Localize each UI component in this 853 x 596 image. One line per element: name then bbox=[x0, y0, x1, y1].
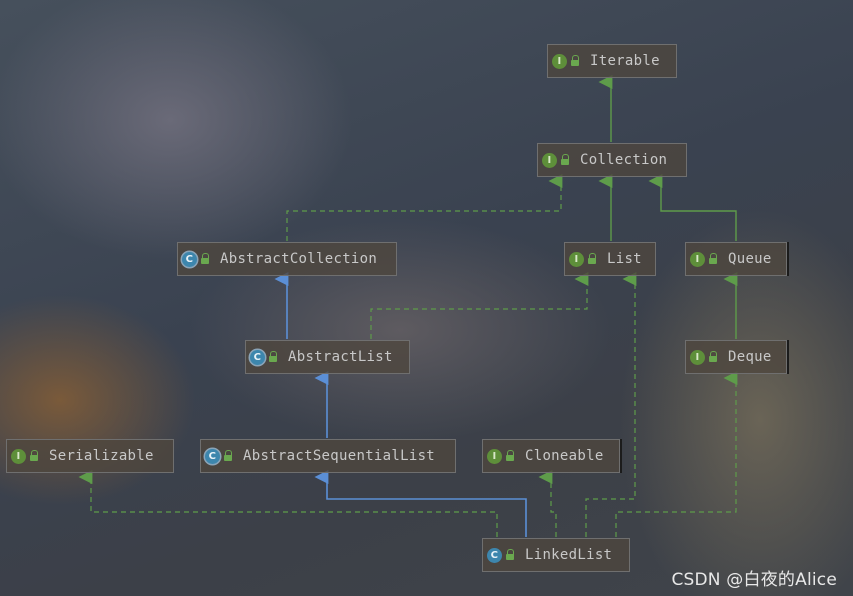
interface-icon: I bbox=[690, 349, 705, 365]
node-iterable[interactable]: I Iterable bbox=[547, 44, 677, 78]
lock-icon bbox=[223, 450, 233, 462]
edge-linkedlist-deque bbox=[615, 371, 738, 537]
interface-icon: I bbox=[542, 152, 557, 168]
node-label: Deque bbox=[728, 349, 772, 365]
interface-icon: I bbox=[690, 251, 705, 267]
node-list[interactable]: I List bbox=[564, 242, 656, 276]
node-collection[interactable]: I Collection bbox=[537, 143, 687, 177]
lock-icon bbox=[505, 549, 515, 561]
lock-icon bbox=[587, 253, 597, 265]
node-label: LinkedList bbox=[525, 547, 613, 563]
edge-linkedlist-list bbox=[585, 272, 637, 537]
node-label: Serializable bbox=[49, 448, 154, 464]
node-label: Collection bbox=[580, 152, 668, 168]
interface-icon: I bbox=[569, 251, 584, 267]
node-queue[interactable]: I Queue bbox=[685, 242, 787, 276]
abstract-class-icon: C bbox=[250, 349, 265, 365]
node-abstract-sequential-list[interactable]: C AbstractSequentialList bbox=[200, 439, 456, 473]
interface-icon: I bbox=[552, 53, 567, 69]
node-abstract-list[interactable]: C AbstractList bbox=[245, 340, 410, 374]
node-serializable[interactable]: I Serializable bbox=[6, 439, 174, 473]
node-abstract-collection[interactable]: C AbstractCollection bbox=[177, 242, 397, 276]
node-label: AbstractSequentialList bbox=[243, 448, 436, 464]
edge-abstractcollection-collection bbox=[286, 174, 563, 241]
abstract-class-icon: C bbox=[182, 251, 197, 267]
node-linked-list[interactable]: C LinkedList bbox=[482, 538, 630, 572]
lock-icon bbox=[560, 154, 570, 166]
lock-icon bbox=[570, 55, 580, 67]
interface-icon: I bbox=[487, 448, 502, 464]
watermark: CSDN @白夜的Alice bbox=[671, 570, 837, 590]
edge-abstractlist-list bbox=[370, 272, 589, 339]
node-label: Cloneable bbox=[525, 448, 604, 464]
edge-linkedlist-serializable bbox=[78, 470, 498, 537]
node-label: Iterable bbox=[590, 53, 660, 69]
class-icon: C bbox=[487, 547, 502, 563]
lock-icon bbox=[29, 450, 39, 462]
interface-icon: I bbox=[11, 448, 26, 464]
lock-icon bbox=[708, 253, 718, 265]
lock-icon bbox=[268, 351, 278, 363]
edge-linkedlist-abstractsequentiallist bbox=[314, 470, 527, 537]
abstract-class-icon: C bbox=[205, 448, 220, 464]
edge-linkedlist-cloneable bbox=[538, 470, 557, 537]
node-label: List bbox=[607, 251, 642, 267]
edge-queue-collection bbox=[648, 174, 737, 241]
lock-icon bbox=[708, 351, 718, 363]
lock-icon bbox=[200, 253, 210, 265]
node-cloneable[interactable]: I Cloneable bbox=[482, 439, 620, 473]
lock-icon bbox=[505, 450, 515, 462]
node-label: AbstractList bbox=[288, 349, 393, 365]
node-label: AbstractCollection bbox=[220, 251, 378, 267]
node-deque[interactable]: I Deque bbox=[685, 340, 787, 374]
node-label: Queue bbox=[728, 251, 772, 267]
